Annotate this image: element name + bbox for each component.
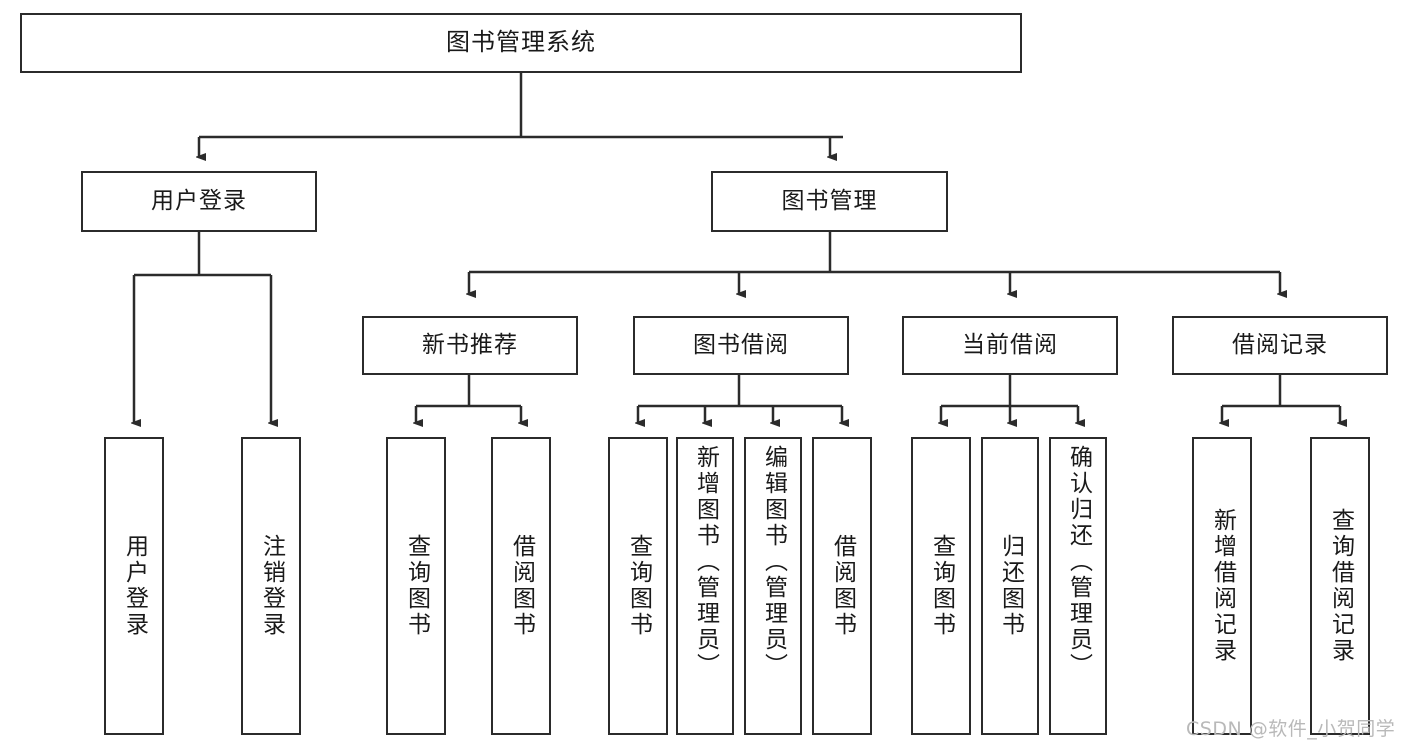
node-borrow-record-label: 借阅记录 [1232,332,1328,359]
node-root-system-label: 图书管理系统 [446,28,596,57]
node-leaf-borrow-book-2-label: 借阅图书 [829,534,856,638]
node-leaf-user-login[interactable]: 用户登录 [104,437,164,735]
node-leaf-add-record-label: 新增借阅记录 [1209,508,1236,664]
node-leaf-query-record-label: 查询借阅记录 [1327,508,1354,664]
node-leaf-borrow-book-1[interactable]: 借阅图书 [491,437,551,735]
node-leaf-confirm-return[interactable]: 确认归还（管理员） [1049,437,1107,735]
node-leaf-query-book-3[interactable]: 查询图书 [911,437,971,735]
node-book-borrow-label: 图书借阅 [693,332,789,359]
node-leaf-user-logout[interactable]: 注销登录 [241,437,301,735]
node-current-borrow-label: 当前借阅 [962,332,1058,359]
node-book-borrow[interactable]: 图书借阅 [633,316,849,375]
node-leaf-add-record[interactable]: 新增借阅记录 [1192,437,1252,735]
node-user-login[interactable]: 用户登录 [81,171,317,232]
node-leaf-query-book-1-label: 查询图书 [403,534,430,638]
node-borrow-record[interactable]: 借阅记录 [1172,316,1388,375]
node-leaf-query-record[interactable]: 查询借阅记录 [1310,437,1370,735]
node-leaf-add-book-label: 新增图书（管理员） [692,445,719,679]
node-leaf-confirm-return-label: 确认归还（管理员） [1065,445,1092,679]
node-leaf-user-logout-label: 注销登录 [258,534,285,638]
node-leaf-return-book-label: 归还图书 [997,534,1024,638]
node-current-borrow[interactable]: 当前借阅 [902,316,1118,375]
node-leaf-user-login-label: 用户登录 [121,534,148,638]
node-leaf-query-book-1[interactable]: 查询图书 [386,437,446,735]
node-book-manage-label: 图书管理 [781,188,878,215]
node-leaf-borrow-book-1-label: 借阅图书 [508,534,535,638]
node-leaf-edit-book-label: 编辑图书（管理员） [760,445,787,679]
node-leaf-add-book[interactable]: 新增图书（管理员） [676,437,734,735]
node-new-book-rec-label: 新书推荐 [422,332,518,359]
node-leaf-borrow-book-2[interactable]: 借阅图书 [812,437,872,735]
node-user-login-label: 用户登录 [151,188,247,215]
node-new-book-rec[interactable]: 新书推荐 [362,316,578,375]
node-leaf-query-book-3-label: 查询图书 [928,534,955,638]
node-leaf-query-book-2[interactable]: 查询图书 [608,437,668,735]
node-book-manage[interactable]: 图书管理 [711,171,948,232]
csdn-watermark: CSDN @软件_小贺同学 [1186,718,1396,740]
node-leaf-edit-book[interactable]: 编辑图书（管理员） [744,437,802,735]
node-root-system[interactable]: 图书管理系统 [20,13,1022,73]
node-leaf-return-book[interactable]: 归还图书 [981,437,1039,735]
node-leaf-query-book-2-label: 查询图书 [625,534,652,638]
